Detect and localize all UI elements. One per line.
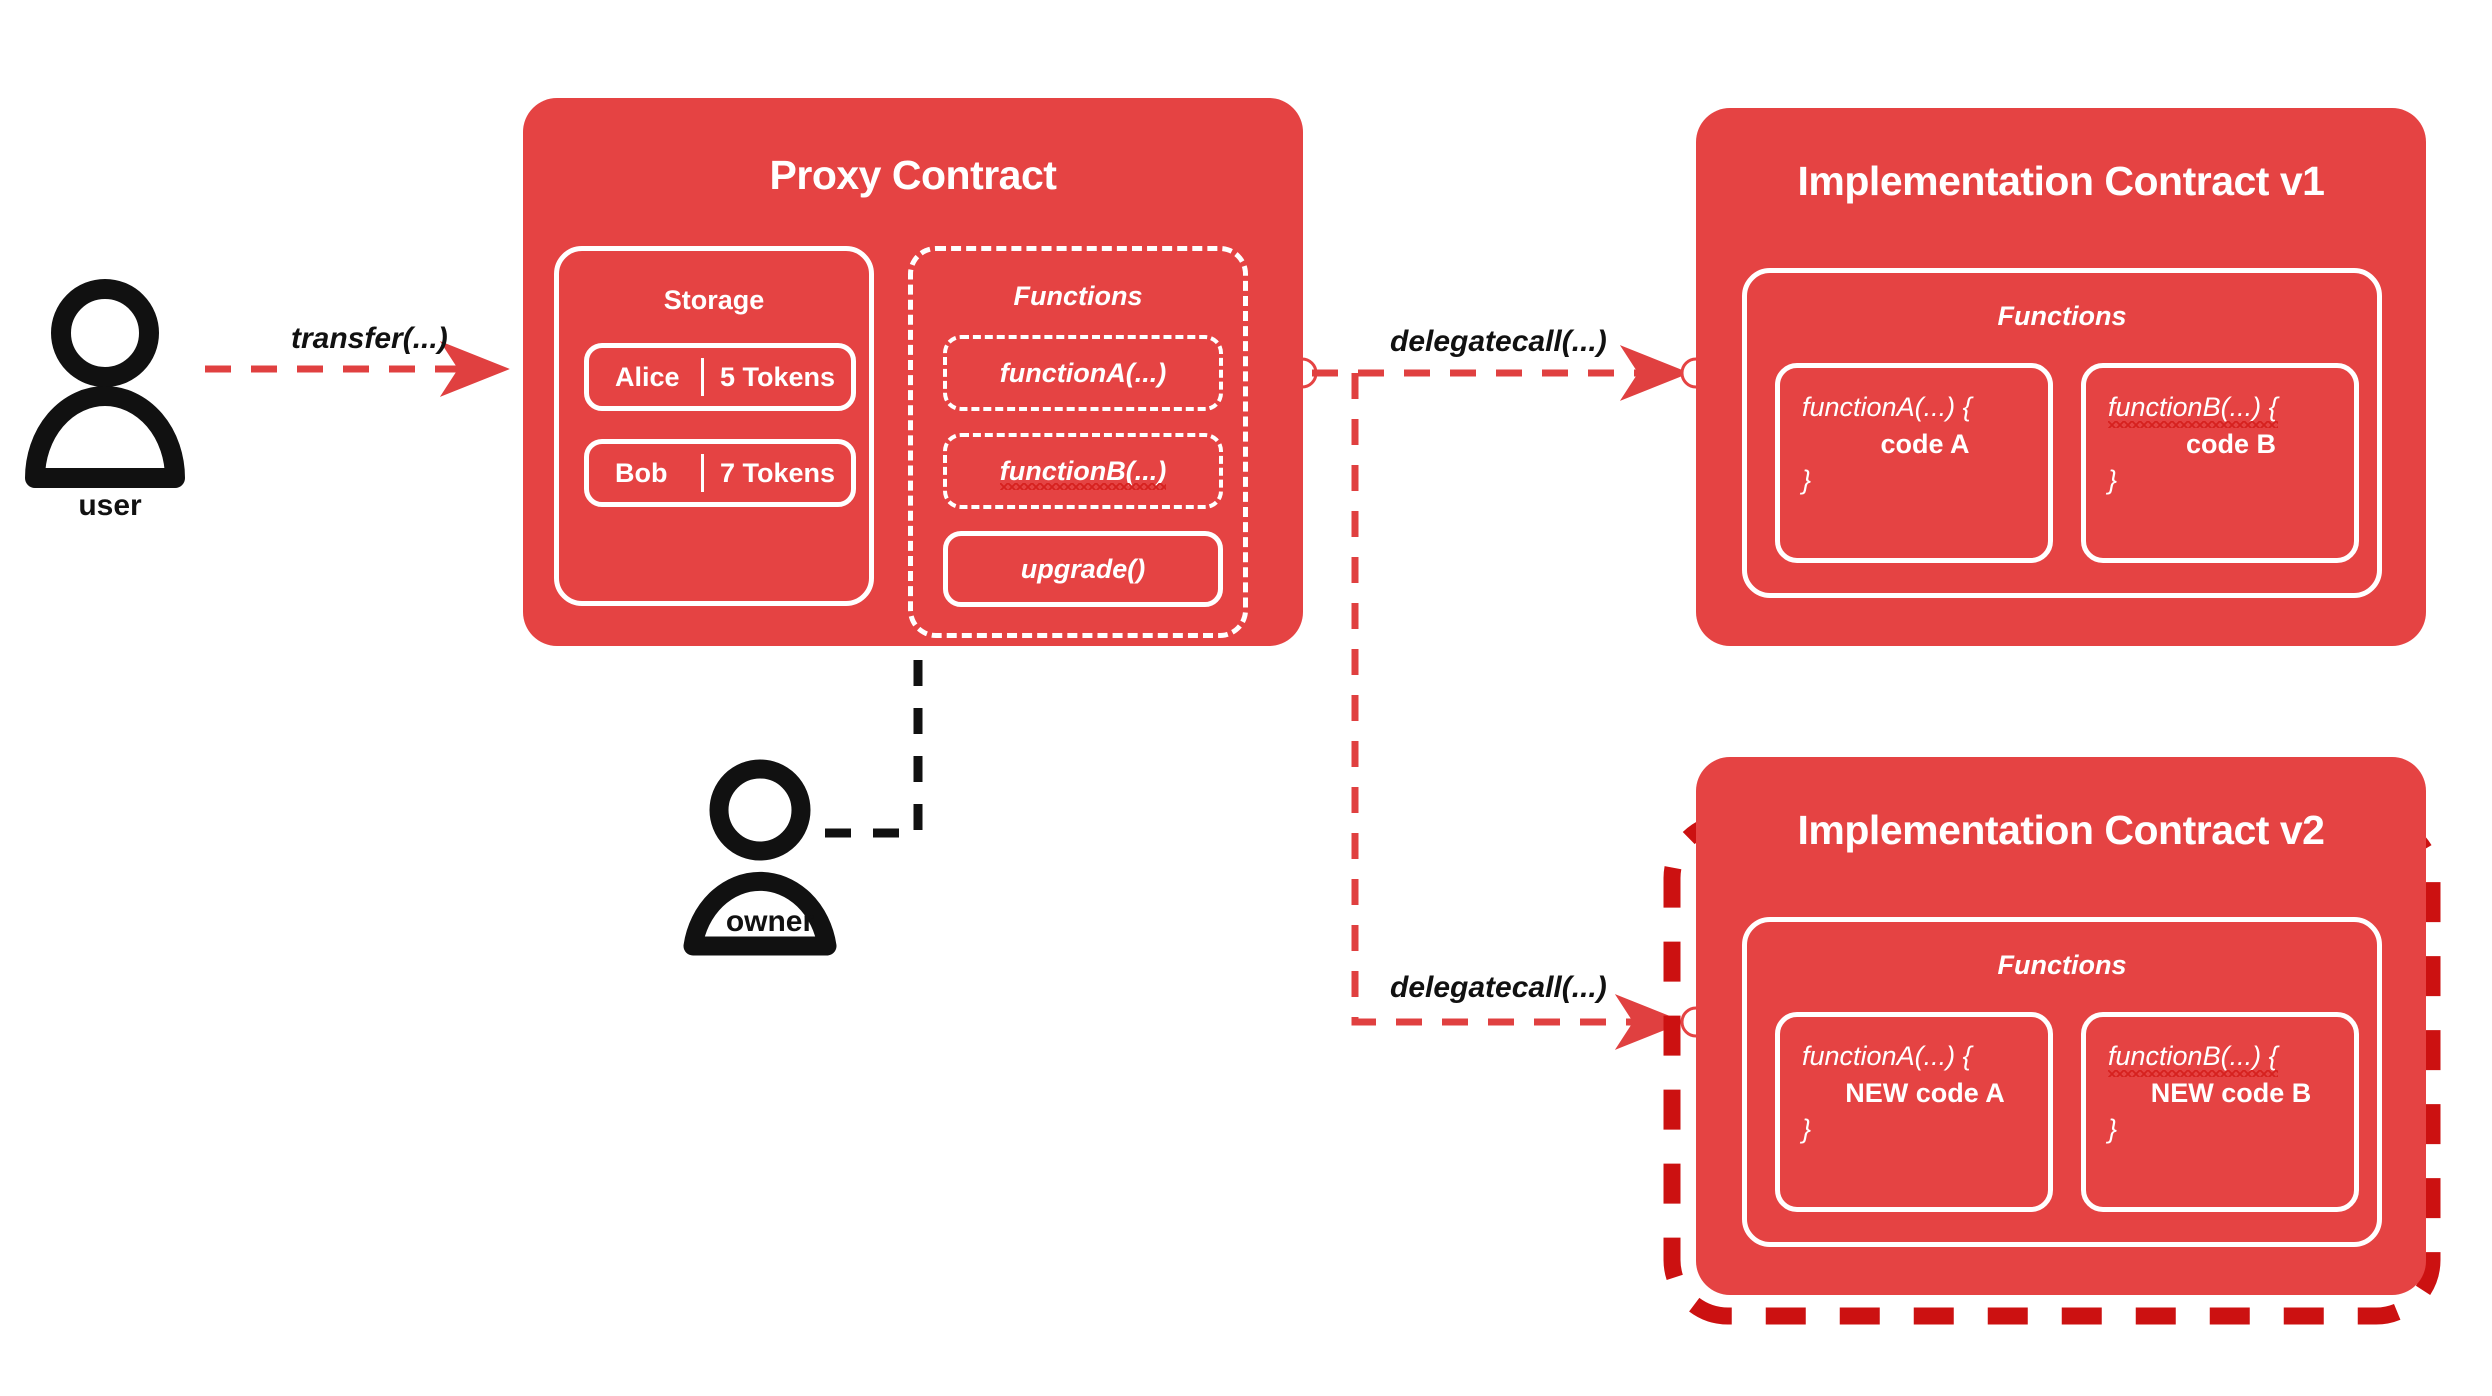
proxy-storage-title: Storage — [663, 285, 765, 315]
proxy-functions-title: Functions — [1013, 281, 1143, 311]
impl-v1-function-b-sig-text: functionB(...) { — [2108, 390, 2278, 428]
impl-v2-function-a-body: NEW code A — [1845, 1077, 2005, 1108]
impl-v1-function-a[interactable]: functionA(...) { code A } — [1775, 363, 2053, 563]
impl-v1-function-a-close: } — [1802, 465, 1812, 496]
storage-row-alice: Alice 5 Tokens — [584, 343, 856, 411]
storage-row-bob: Bob 7 Tokens — [584, 439, 856, 507]
impl-v1-functions-title: Functions — [1997, 301, 2127, 331]
edge-label-transfer: transfer(...) — [291, 322, 448, 355]
impl-v2-functions-panel: Functions functionA(...) { NEW code A } … — [1742, 917, 2382, 1247]
edge-label-delegatecall-v2: delegatecall(...) — [1390, 971, 1607, 1004]
proxy-function-b-label: functionB(...) — [999, 455, 1167, 490]
proxy-function-upgrade[interactable]: upgrade() — [943, 531, 1223, 607]
impl-v2-card[interactable]: Implementation Contract v2 Functions fun… — [1696, 757, 2426, 1295]
edge-label-delegatecall-v1: delegatecall(...) — [1390, 325, 1607, 358]
impl-v1-functions-panel: Functions functionA(...) { code A } func… — [1742, 268, 2382, 598]
storage-divider — [701, 454, 704, 492]
impl-v1-function-b[interactable]: functionB(...) { code B } — [2081, 363, 2359, 563]
storage-row-alice-balance: 5 Tokens — [720, 361, 836, 392]
proxy-contract-title: Proxy Contract — [769, 152, 1057, 198]
impl-v1-function-b-body: code B — [2185, 428, 2277, 459]
impl-v2-title: Implementation Contract v2 — [1797, 807, 2325, 853]
impl-v1-function-a-sig: functionA(...) { — [1802, 392, 1972, 422]
impl-v2-function-a-sig: functionA(...) { — [1802, 1041, 1972, 1071]
edge-delegatecall-v2 — [1351, 373, 1685, 1050]
impl-v1-card[interactable]: Implementation Contract v1 Functions fun… — [1696, 108, 2426, 646]
impl-v2-function-b-close: } — [2108, 1114, 2118, 1145]
impl-v2-function-b-body: NEW code B — [2150, 1077, 2312, 1108]
storage-row-bob-account: Bob — [615, 457, 668, 488]
impl-v1-function-a-body: code A — [1880, 428, 1970, 459]
user-icon — [25, 279, 185, 488]
impl-v2-function-a[interactable]: functionA(...) { NEW code A } — [1775, 1012, 2053, 1212]
proxy-function-upgrade-label: upgrade() — [1020, 553, 1146, 584]
impl-v1-function-b-close: } — [2108, 465, 2118, 496]
proxy-functions-panel: Functions functionA(...) functionB(...) … — [908, 246, 1248, 638]
storage-divider — [701, 358, 704, 396]
impl-v2-function-a-close: } — [1802, 1114, 1812, 1145]
impl-v2-function-b-sig-text: functionB(...) { — [2108, 1039, 2278, 1077]
owner-icon — [683, 759, 837, 956]
proxy-function-a[interactable]: functionA(...) — [943, 335, 1223, 411]
impl-v1-title: Implementation Contract v1 — [1797, 158, 2325, 204]
proxy-function-b[interactable]: functionB(...) — [943, 433, 1223, 509]
impl-v2-functions-title: Functions — [1997, 950, 2127, 980]
proxy-storage-panel: Storage Alice 5 Tokens Bob 7 Tokens — [554, 246, 874, 606]
proxy-contract-card[interactable]: Proxy Contract Storage Alice 5 Tokens Bo… — [523, 98, 1303, 646]
impl-v1-function-b-sig: functionB(...) { — [2108, 390, 2354, 428]
owner-label: owner — [725, 905, 815, 938]
storage-row-bob-balance: 7 Tokens — [720, 457, 836, 488]
proxy-function-a-label: functionA(...) — [999, 357, 1167, 388]
storage-row-alice-account: Alice — [615, 361, 680, 392]
impl-v2-function-b[interactable]: functionB(...) { NEW code B } — [2081, 1012, 2359, 1212]
impl-v2-function-b-sig: functionB(...) { — [2108, 1039, 2354, 1077]
user-label: user — [78, 489, 142, 522]
